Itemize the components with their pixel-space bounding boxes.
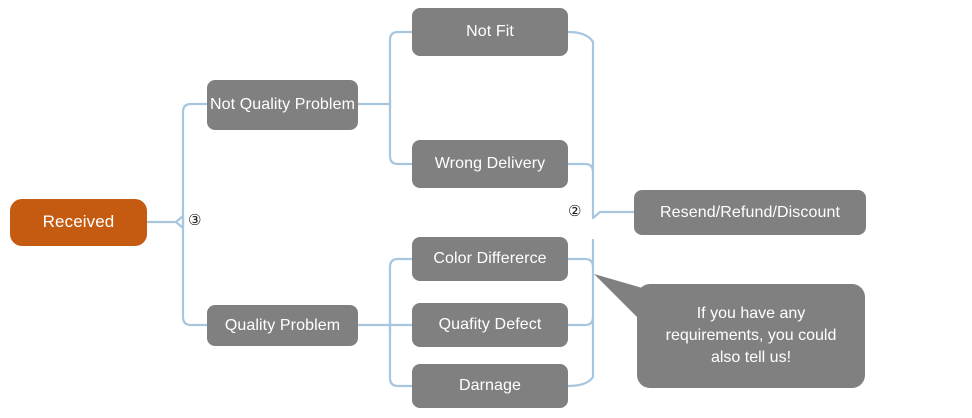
marker-three: ③ <box>188 213 201 228</box>
edge-root-hub <box>145 214 185 230</box>
edge-damage-collector <box>566 238 595 388</box>
node-color-difference-label: Color Differerce <box>433 250 547 268</box>
node-quality-defect[interactable]: Quafity Defect <box>412 303 568 347</box>
callout-requirements-text: If you have any requirements, you could … <box>665 304 837 367</box>
edge-not-fit-collector <box>566 30 595 207</box>
marker-three-symbol: ③ <box>188 211 202 229</box>
node-resend-refund-discount[interactable]: Resend/Refund/Discount <box>634 190 866 235</box>
node-wrong-delivery-label: Wrong Delivery <box>434 155 546 173</box>
node-wrong-delivery[interactable]: Wrong Delivery <box>412 140 568 188</box>
node-not-fit-label: Not Fit <box>466 23 514 41</box>
edge-hub-to-not-quality <box>181 102 209 224</box>
node-color-difference[interactable]: Color Differerce <box>412 237 568 281</box>
edge-hub-to-quality <box>181 220 209 327</box>
edge-to-color-difference <box>388 257 414 327</box>
callout-requirements[interactable]: If you have any requirements, you could … <box>637 284 865 388</box>
edge-collector-to-outcome <box>591 204 636 220</box>
edge-color-difference-collector <box>566 257 595 269</box>
node-quality-defect-label: Quafity Defect <box>438 316 542 334</box>
node-received-label: Received <box>42 212 115 232</box>
node-quality-problem-label: Quality Problem <box>224 316 341 334</box>
marker-two-symbol: ② <box>568 202 582 220</box>
node-resend-refund-discount-label: Resend/Refund/Discount <box>659 203 841 221</box>
edge-to-not-fit <box>388 30 414 106</box>
node-not-fit[interactable]: Not Fit <box>412 8 568 56</box>
edge-wrong-delivery-collector <box>566 162 595 174</box>
marker-two: ② <box>568 204 581 219</box>
node-not-quality-problem[interactable]: Not Quality Problem <box>207 80 358 130</box>
node-received[interactable]: Received <box>10 199 147 246</box>
node-damage-label: Darnage <box>458 377 522 395</box>
node-damage[interactable]: Darnage <box>412 364 568 408</box>
node-quality-problem[interactable]: Quality Problem <box>207 305 358 346</box>
edge-to-damage <box>388 323 414 388</box>
edge-to-wrong-delivery <box>388 102 414 166</box>
node-not-quality-problem-label: Not Quality Problem <box>209 96 356 114</box>
